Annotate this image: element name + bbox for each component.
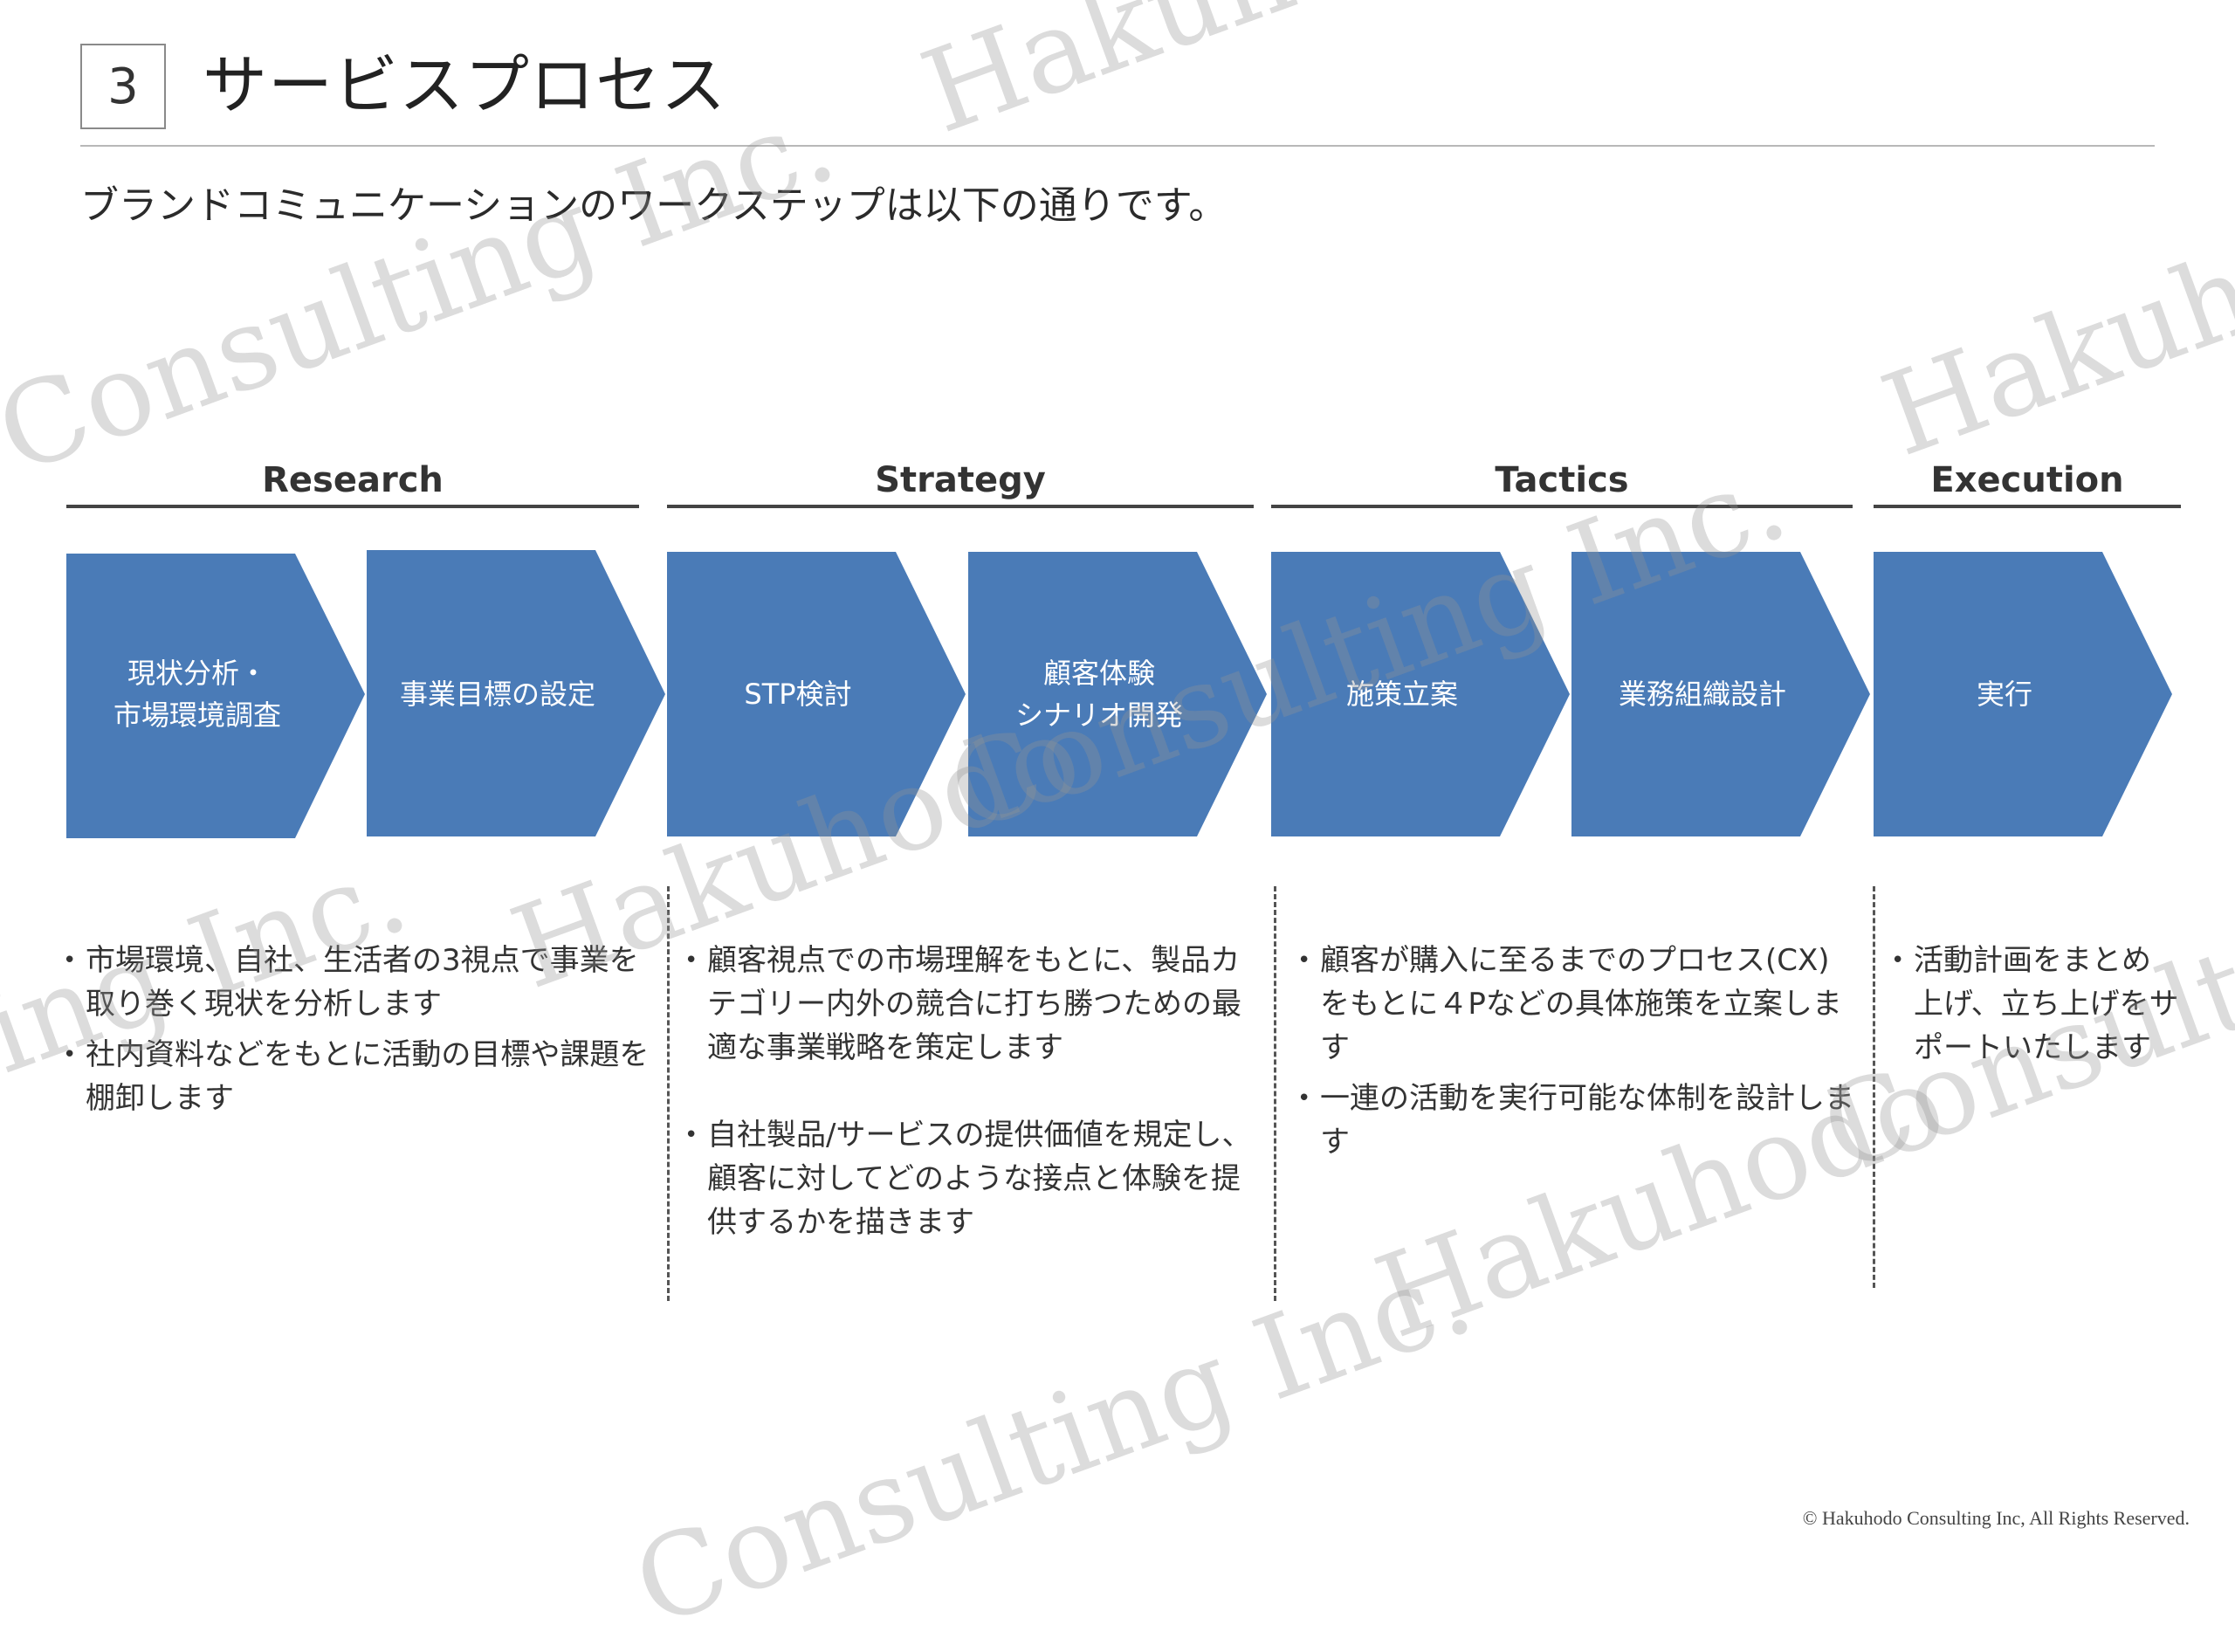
step-label-measures: 施策立案 (1345, 678, 1458, 711)
title-divider (80, 145, 2155, 147)
step-label-stp: STP検討 (744, 678, 852, 711)
phase-research: Research (262, 460, 444, 500)
phase-strategy-underline (667, 505, 1254, 508)
watermark-consulting: Consulting Inc. (618, 1227, 1489, 1652)
list-item: 市場環境、自社、生活者の3視点で事業を取り巻く現状を分析します (63, 939, 653, 1026)
phase-tactics-underline (1271, 505, 1853, 508)
phase-execution-underline (1874, 505, 2181, 508)
page-title: サービスプロセス (203, 48, 726, 123)
copyright: © Hakuhodo Consulting Inc, All Rights Re… (1802, 1507, 2190, 1529)
column-divider-1 (667, 886, 670, 1301)
watermark-company: Hakuhodo (906, 0, 1507, 159)
watermark-consulting: Consulting Inc. (0, 74, 851, 499)
tactics-details: 顧客が購入に至るまでのプロセス(CX)をもとに４Pなどの具体施策を立案します 一… (1297, 939, 1856, 1171)
phase-strategy: Strategy (875, 460, 1046, 500)
slide-number: 3 (80, 44, 166, 129)
list-item: 活動計画をまとめ上げ、立ち上げをサポートいたします (1891, 939, 2179, 1070)
step-label-organization: 業務組織設計 (1618, 678, 1786, 711)
column-divider-3 (1873, 886, 1875, 1288)
page-subtitle: ブランドコミュニケーションのワークステップは以下の通りです。 (80, 183, 1228, 228)
execution-details: 活動計画をまとめ上げ、立ち上げをサポートいたします (1891, 939, 2179, 1077)
step-label-business-goals: 事業目標の設定 (399, 678, 595, 711)
phase-execution: Execution (1930, 460, 2124, 500)
list-item: 社内資料などをもとに活動の目標や課題を棚卸します (63, 1033, 653, 1120)
phase-research-underline (66, 505, 639, 508)
step-label-situation-analysis: 現状分析・ 市場環境調査 (113, 657, 281, 732)
strategy-details: 顧客視点での市場理解をもとに、製品カテゴリー内外の競合に打ち勝つための最適な事業… (684, 939, 1261, 1251)
list-item: 自社製品/サービスの提供価値を規定し、顧客に対してどのような接点と体験を提供する… (684, 1113, 1261, 1244)
watermark-company: Hakuhodo (1867, 155, 2235, 482)
research-details: 市場環境、自社、生活者の3視点で事業を取り巻く現状を分析します 社内資料などをも… (63, 939, 653, 1127)
list-item: 顧客視点での市場理解をもとに、製品カテゴリー内外の競合に打ち勝つための最適な事業… (684, 939, 1261, 1070)
step-label-cx-scenario: 顧客体験 シナリオ開発 (1014, 657, 1183, 732)
list-item: 一連の活動を実行可能な体制を設計します (1297, 1077, 1856, 1164)
column-divider-2 (1274, 886, 1276, 1301)
phase-tactics: Tactics (1495, 460, 1629, 500)
step-label-execution: 実行 (1976, 678, 2032, 711)
list-item: 顧客が購入に至るまでのプロセス(CX)をもとに４Pなどの具体施策を立案します (1297, 939, 1856, 1070)
